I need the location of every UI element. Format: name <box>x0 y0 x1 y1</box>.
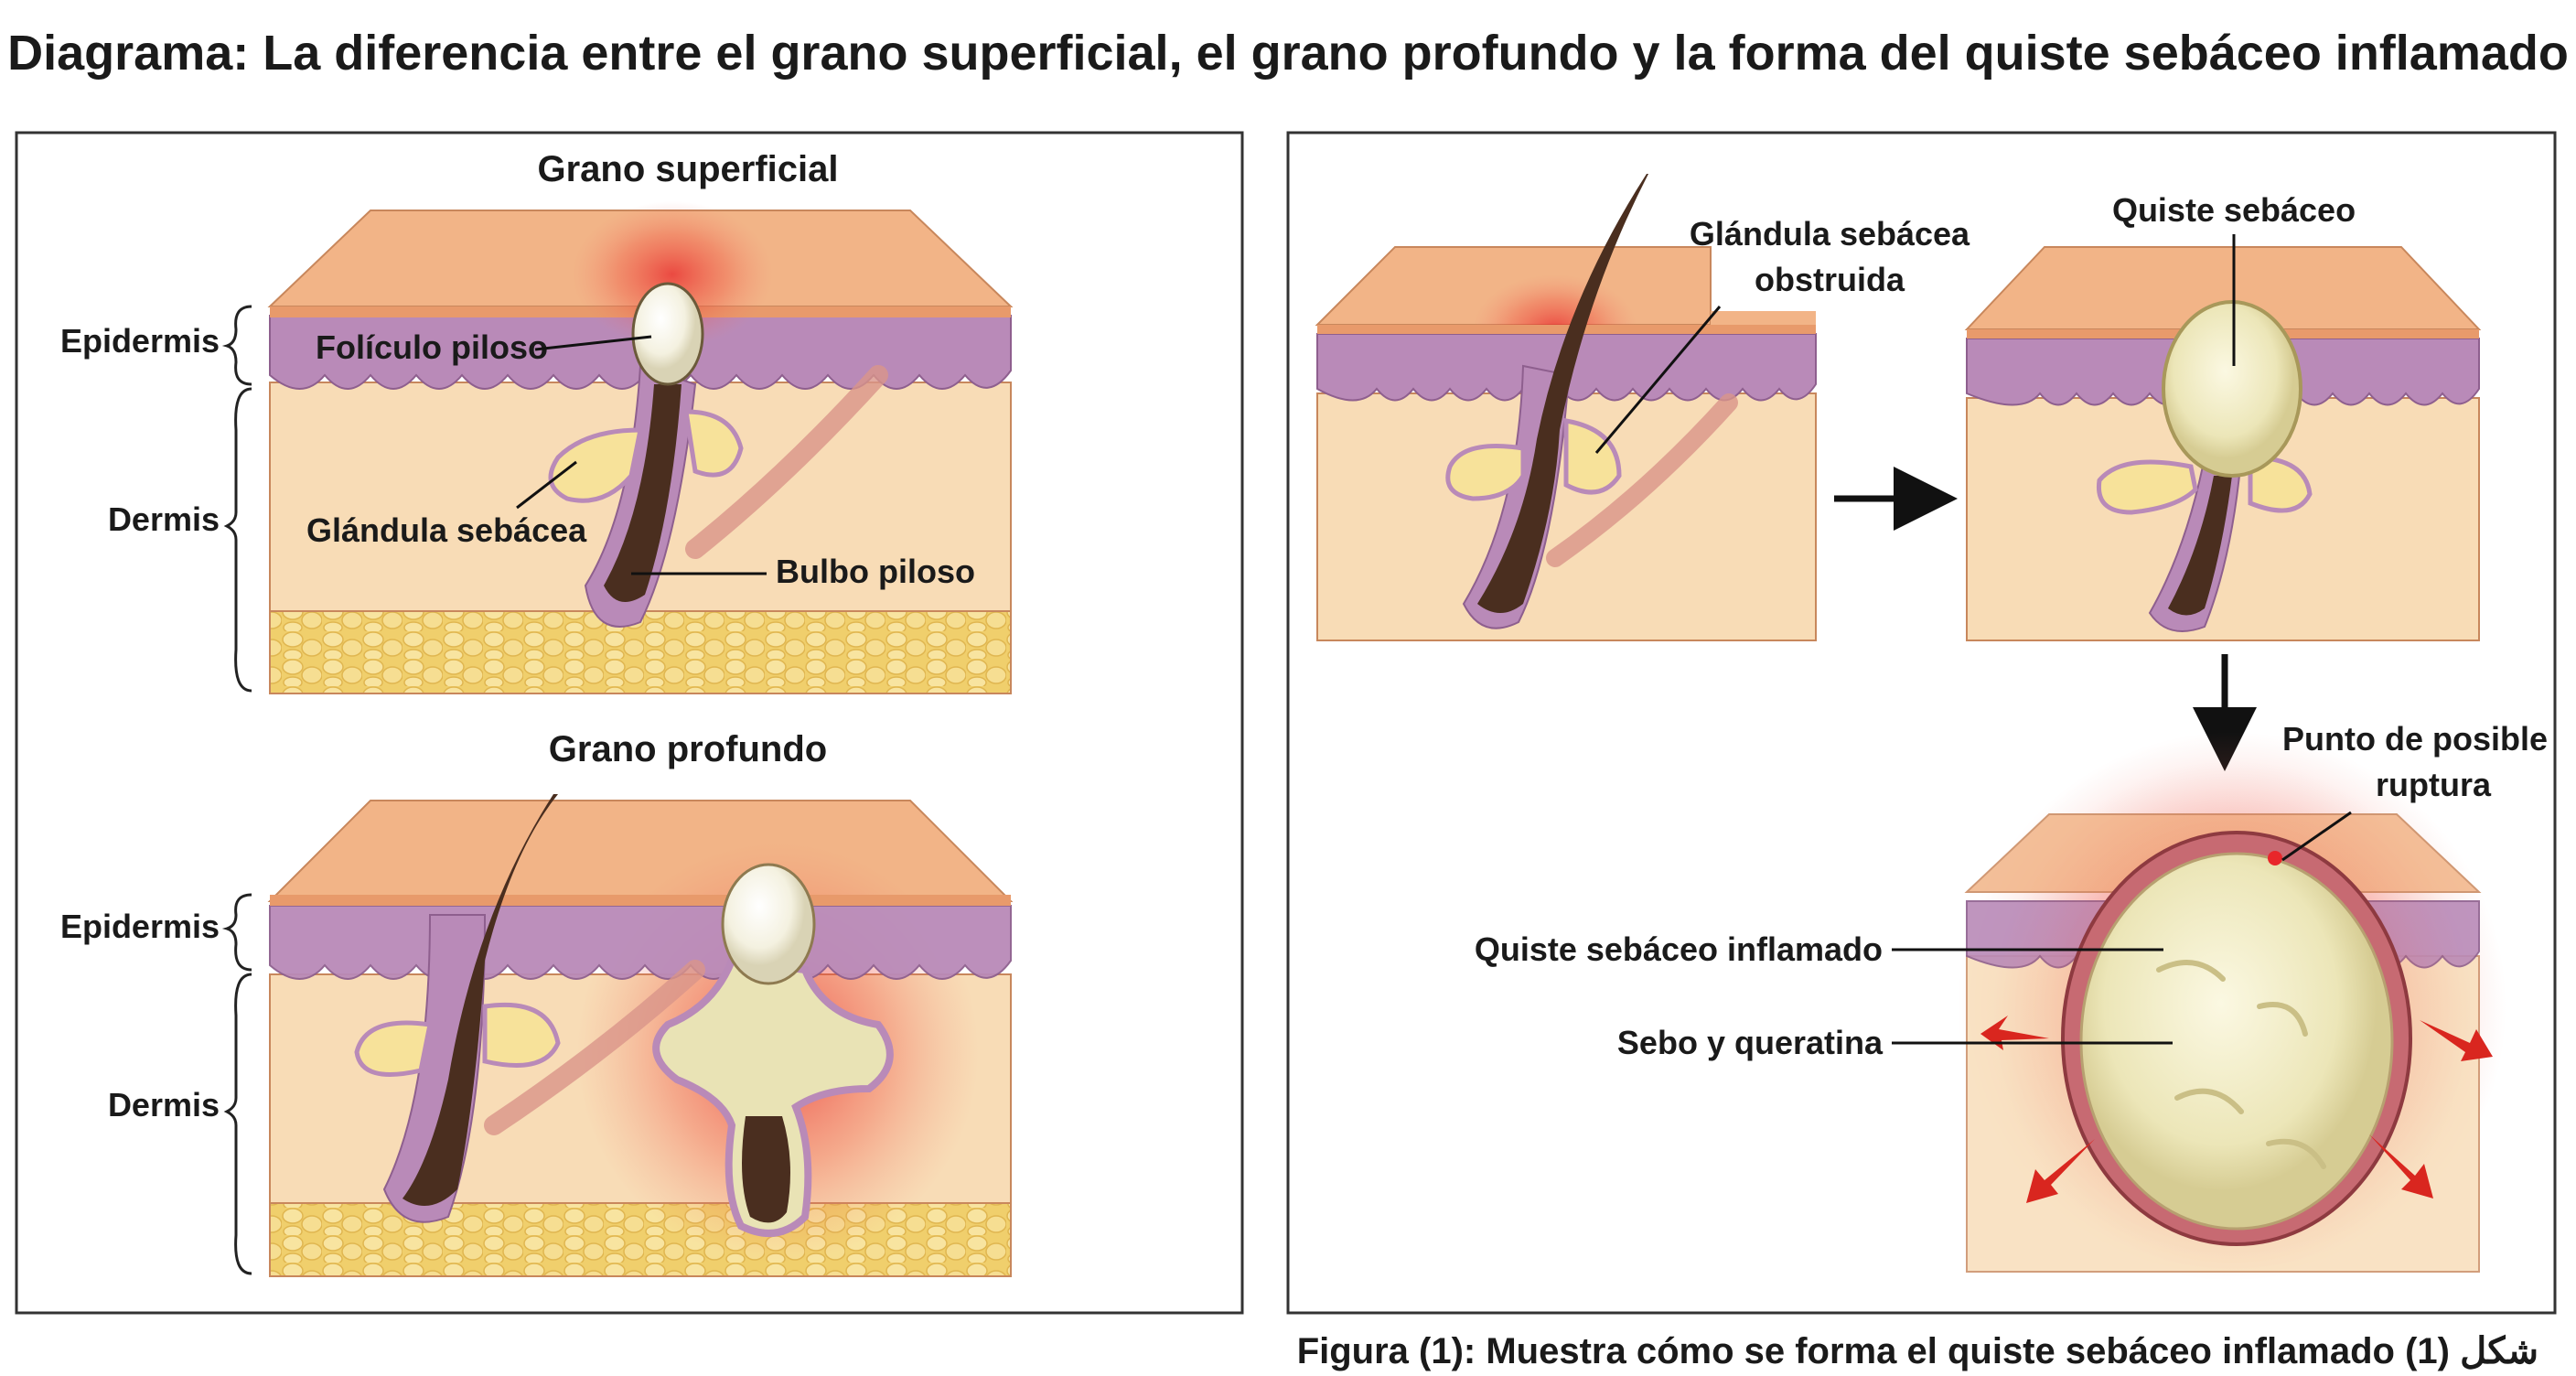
label-bulbo-piloso: Bulbo piloso <box>776 553 975 590</box>
inflammation-glow <box>572 201 773 348</box>
keratin-swirl-4 <box>2266 1138 2326 1169</box>
skin-surface-band-2 <box>270 895 1011 906</box>
arrector-muscle-2 <box>484 960 705 1135</box>
label-obstruida-line1: Glándula sebácea <box>1690 215 1970 253</box>
expansion-arrow-lower-right <box>2369 1134 2433 1199</box>
inflamed-cyst <box>2079 852 2394 1231</box>
bracket-dermis-2 <box>223 973 252 1275</box>
leader-ruptura <box>2281 811 2352 862</box>
label-epidermis-2: Epidermis <box>60 908 220 945</box>
figure-caption: Figura (1): Muestra cómo se forma el qui… <box>1297 1331 2538 1371</box>
panel-grano-profundo: Grano profundo Epidermis Dermis <box>60 729 1014 1277</box>
label-dermis-2: Dermis <box>108 1086 220 1123</box>
obstructed-hair <box>1477 174 1648 613</box>
bracket-dermis-1 <box>223 387 252 693</box>
left-panel-frame <box>15 131 1244 1315</box>
keratin-swirl-2 <box>2257 1002 2308 1037</box>
label-glandula-sebacea: Glándula sebácea <box>306 511 587 549</box>
panel-glandula-obstruida: Glándula sebácea obstruida <box>1315 174 1970 641</box>
heading-profundo: Grano profundo <box>549 729 827 769</box>
bracket-epidermis-2 <box>221 893 252 972</box>
normal-hair <box>402 794 558 1206</box>
sebaceous-gland-right <box>683 409 744 478</box>
expansion-arrow-upper-right <box>2420 1020 2493 1061</box>
arrector-muscle <box>685 365 888 559</box>
epidermis-layer-2 <box>269 905 1012 980</box>
hair-shaft <box>604 384 682 602</box>
keratin-swirl-3 <box>2174 1088 2244 1114</box>
label-obstruida-line2: obstruida <box>1755 261 1905 298</box>
leader-glandula <box>516 460 577 510</box>
label-quiste-sebaceo: Quiste sebáceo <box>2112 191 2356 229</box>
deep-pimple-head <box>721 863 816 985</box>
keratin-swirl-1 <box>2156 960 2226 982</box>
obstructed-gland-right <box>1563 418 1622 495</box>
leader-foliculo <box>534 335 652 351</box>
cyst-hair <box>2168 476 2232 616</box>
label-sebo-queratina: Sebo y queratina <box>1617 1024 1884 1061</box>
cyst-gland-right <box>2248 455 2313 513</box>
normal-gland-left <box>354 1020 433 1077</box>
skin-surface-band-3 <box>1317 325 1816 334</box>
panel-quiste-sebaceo: Quiste sebáceo <box>1964 191 2482 641</box>
obstructed-gland-left <box>1445 444 1526 501</box>
label-ruptura-line1: Punto de posible <box>2282 720 2548 758</box>
expansion-arrow-lower-left <box>2026 1139 2095 1203</box>
diagram-title: Diagrama: La diferencia entre el grano s… <box>7 26 2569 81</box>
fat-layer <box>269 610 1012 694</box>
arrector-muscle-3 <box>1546 393 1738 567</box>
heading-superficial: Grano superficial <box>538 149 839 189</box>
skin-top-step <box>1711 311 1816 325</box>
label-dermis-1: Dermis <box>108 500 220 538</box>
sebaceous-gland-left <box>548 427 644 503</box>
rupture-point <box>2268 851 2282 865</box>
label-quiste-inflamado: Quiste sebáceo inflamado <box>1475 930 1883 968</box>
cyst-gland-left <box>2096 459 2198 515</box>
normal-gland-right <box>482 1002 561 1068</box>
panel-grano-superficial: Grano superficial Epidermis Dermis Folíc… <box>60 149 1014 694</box>
pimple-pustule <box>631 282 704 386</box>
leader-obstruida <box>1594 306 1722 454</box>
bracket-epidermis-1 <box>221 305 252 386</box>
sebaceous-cyst <box>2162 300 2302 478</box>
right-panel-frame <box>1286 131 2557 1315</box>
deep-pimple-hair <box>742 1116 790 1223</box>
label-epidermis-1: Epidermis <box>60 322 220 360</box>
label-ruptura-line2: ruptura <box>2376 766 2492 803</box>
label-foliculo-piloso: Folículo piloso <box>316 328 548 366</box>
deep-pimple-follicle <box>652 956 894 1237</box>
panel-quiste-inflamado: Punto de posible ruptura Quiste sebáceo … <box>1475 720 2548 1281</box>
